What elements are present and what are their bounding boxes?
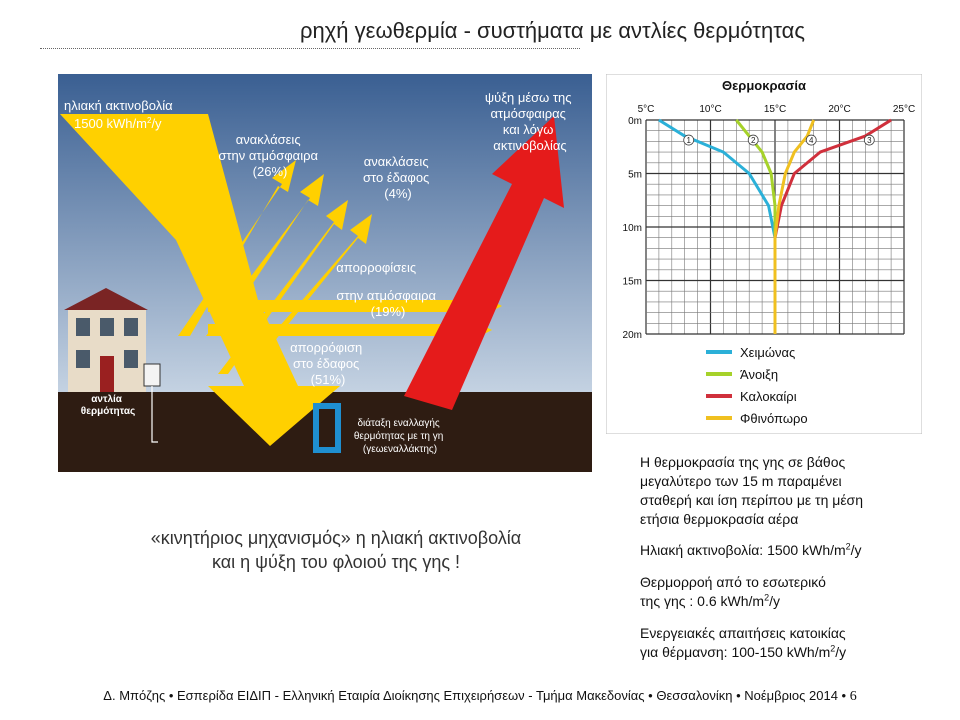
solar-radiation-note: Ηλιακή ακτινοβολία: 1500 kWh/m2/y <box>640 541 862 560</box>
depth-temperature-note: Η θερμοκρασία της γης σε βάθος μεγαλύτερ… <box>640 453 863 529</box>
temperature-tick-label: 20°C <box>828 104 850 115</box>
ground-reflection-arrows <box>218 200 372 374</box>
heat-flow-tail: /y <box>769 593 780 609</box>
temperature-curves <box>658 118 892 334</box>
energy-balance-diagram: ηλιακή ακτινοβολία 1500 kWh/m2/y ανακλάσ… <box>58 74 592 472</box>
energy-demand-line2: για θέρμανση: 100-150 kWh/m <box>640 644 831 660</box>
driving-mechanism-quote: «κινητήριος μηχανισμός» η ηλιακή ακτινοβ… <box>96 526 576 574</box>
ground-reflection-label: ανακλάσεις στο έδαφος (4%) <box>363 154 433 201</box>
energy-demand-note: Ενεργειακές απαιτήσεις κατοικίας για θέρ… <box>640 624 846 662</box>
solar-note-tail: /y <box>850 542 862 558</box>
curve-marker <box>863 134 875 146</box>
note-line: σταθερή και ίση περίπου με τη μέση <box>640 492 863 508</box>
legend-label: Φθινόπωρο <box>740 411 808 426</box>
curve-marker-label: 4 <box>809 136 814 145</box>
temperature-tick-label: 10°C <box>699 104 721 115</box>
footer-text: Δ. Μπόζης • Εσπερίδα ΕΙΔΙΠ - Ελληνική Ετ… <box>103 688 847 703</box>
energy-demand-line1: Ενεργειακές απαιτήσεις κατοικίας <box>640 625 846 641</box>
ground-heat-exchanger <box>313 403 341 453</box>
temperature-tick-label: 15°C <box>764 104 786 115</box>
curve-marker <box>747 134 759 146</box>
page-number: 6 <box>849 689 857 704</box>
atmosphere-absorption-arrows <box>208 294 502 342</box>
depth-tick-label: 5m <box>628 170 642 181</box>
curve-marker-label: 2 <box>751 136 756 145</box>
solar-note-text: Ηλιακή ακτινοβολία: 1500 kWh/m <box>640 542 846 558</box>
depth-ticks: 0m 5m 10m 15m 20m <box>623 116 642 341</box>
atmosphere-absorption-label: απορροφίσεις στην ατμόσφαιρα (19%) <box>336 260 439 319</box>
page-title: ρηχή γεωθερμία - συστήματα με αντλίες θε… <box>300 18 805 43</box>
heat-flow-note: Θερμορροή από το εσωτερικό της γης : 0.6… <box>640 573 826 611</box>
atmosphere-reflection-arrows <box>178 160 324 336</box>
cooling-radiation-arrow <box>404 116 564 410</box>
depth-tick-label: 20m <box>623 330 642 341</box>
quote-line: «κινητήριος μηχανισμός» η ηλιακή ακτινοβ… <box>150 528 522 548</box>
curve-marker-label: 3 <box>867 136 872 145</box>
legend-label: Καλοκαίρι <box>740 389 797 404</box>
curve-marker <box>683 134 695 146</box>
temperature-tick-label: 5°C <box>638 104 655 115</box>
atmosphere-reflection-label: ανακλάσεις στην ατμόσφαιρα (26%) <box>218 132 321 179</box>
heat-flow-line2: της γης : 0.6 kWh/m <box>640 593 765 609</box>
cooling-label: ψύξη μέσω της ατμόσφαιρας και λόγω ακτιν… <box>485 90 575 153</box>
heat-flow-sup: 2 <box>764 592 770 603</box>
heat-pump-box <box>143 363 161 387</box>
depth-tick-label: 15m <box>623 277 642 288</box>
ground-absorption-label: απορρόφιση στο έδαφος (51%) <box>290 340 366 387</box>
note-line: μεγαλύτερο των 15 m παραμένει <box>640 473 842 489</box>
slide-footer: Δ. Μπόζης • Εσπερίδα ΕΙΔΙΠ - Ελληνική Ετ… <box>0 688 960 705</box>
heat-pump-pipe <box>151 386 158 443</box>
temperature-ticks: 5°C 10°C 15°C 20°C 25°C <box>638 104 916 115</box>
graph-title: Θερμοκρασία <box>722 78 806 93</box>
depth-tick-label: 0m <box>628 116 642 127</box>
curve-markers: 1 2 3 4 <box>683 134 875 146</box>
heat-exchanger-label: διάταξη εναλλαγής θερμότητας με τη γη (γ… <box>354 417 446 455</box>
title-divider <box>40 48 580 49</box>
solar-radiation-arrow <box>60 114 340 446</box>
depth-tick-label: 10m <box>623 223 642 234</box>
energy-demand-sup: 2 <box>830 643 836 654</box>
energy-demand-tail: /y <box>835 644 847 660</box>
quote-line: και η ψύξη του φλοιού της γης ! <box>211 552 461 572</box>
curve-marker <box>805 134 817 146</box>
solar-radiation-label: ηλιακή ακτινοβολία 1500 kWh/m2/y <box>64 98 176 131</box>
legend-label: Άνοιξη <box>740 367 778 382</box>
heat-pump-label: αντλία θερμότητας <box>81 394 135 417</box>
temperature-tick-label: 25°C <box>893 104 915 115</box>
solar-note-sup: 2 <box>845 541 851 552</box>
note-line: ετήσια θερμοκρασία αέρα <box>640 511 799 527</box>
house-icon <box>64 288 148 392</box>
curve-marker-label: 1 <box>686 136 691 145</box>
note-line: Η θερμοκρασία της γης σε βάθος <box>640 454 846 470</box>
legend-label: Χειμώνας <box>740 345 795 360</box>
series-line-4 <box>773 119 816 334</box>
heat-flow-line1: Θερμορροή από το εσωτερικό <box>640 574 826 590</box>
temperature-depth-graph: Θερμοκρασία 5°C 10°C 15°C 20°C 25°C 0m 5m 10m 1… <box>606 74 922 434</box>
